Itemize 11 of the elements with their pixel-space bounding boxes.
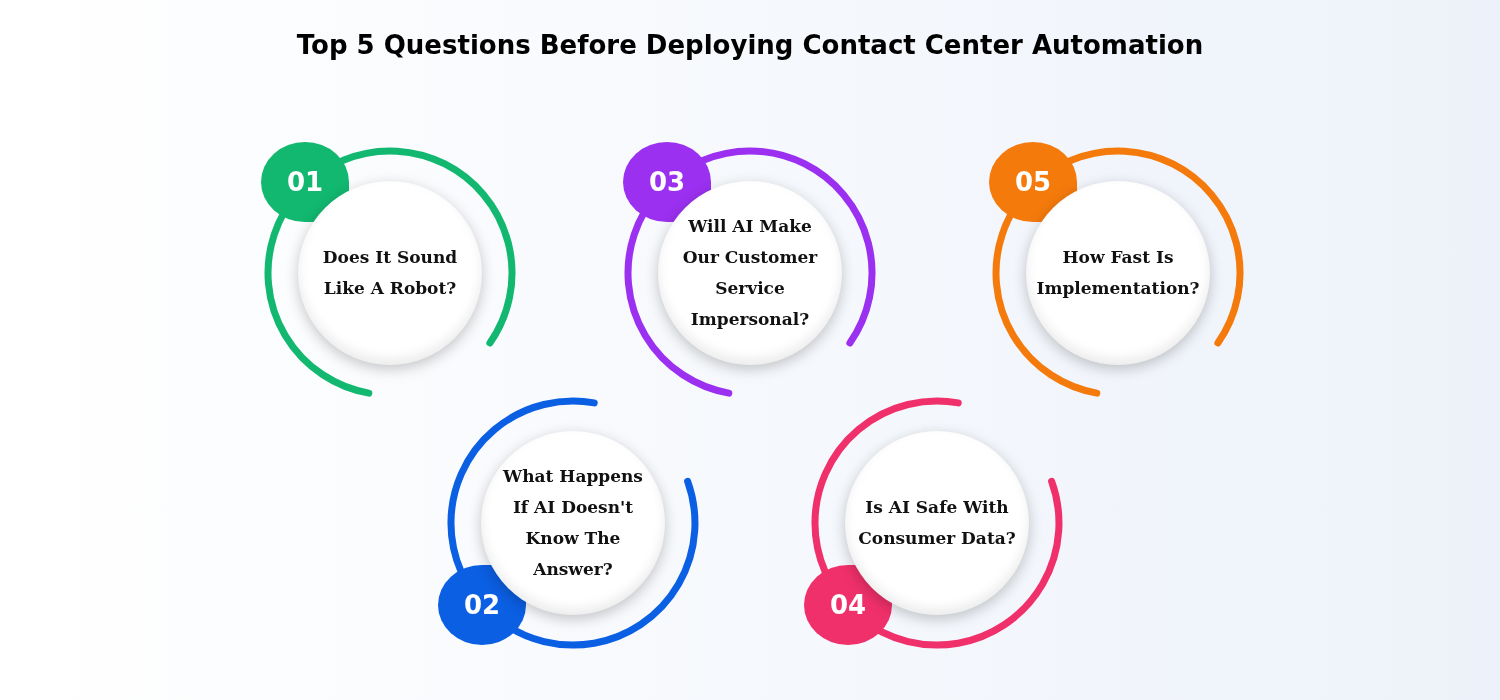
step-number: 01 [286,165,324,199]
step-number: 03 [648,165,686,199]
step-number: 05 [1014,165,1052,199]
step-number: 04 [829,588,867,622]
question-text: How Fast Is Implementation? [1036,246,1200,300]
title: Top 5 Questions Before Deploying Contact Center Automation [295,29,1205,62]
question-text: Is AI Safe With Consumer Data? [857,496,1017,550]
question-text: Will AI Make Our Customer Service Impersonal? [681,215,819,331]
step-number: 02 [463,588,501,622]
question-text: Does It Sound Like A Robot? [321,246,459,300]
question-text: What Happens If AI Doesn't Know The Answer? [501,465,644,581]
